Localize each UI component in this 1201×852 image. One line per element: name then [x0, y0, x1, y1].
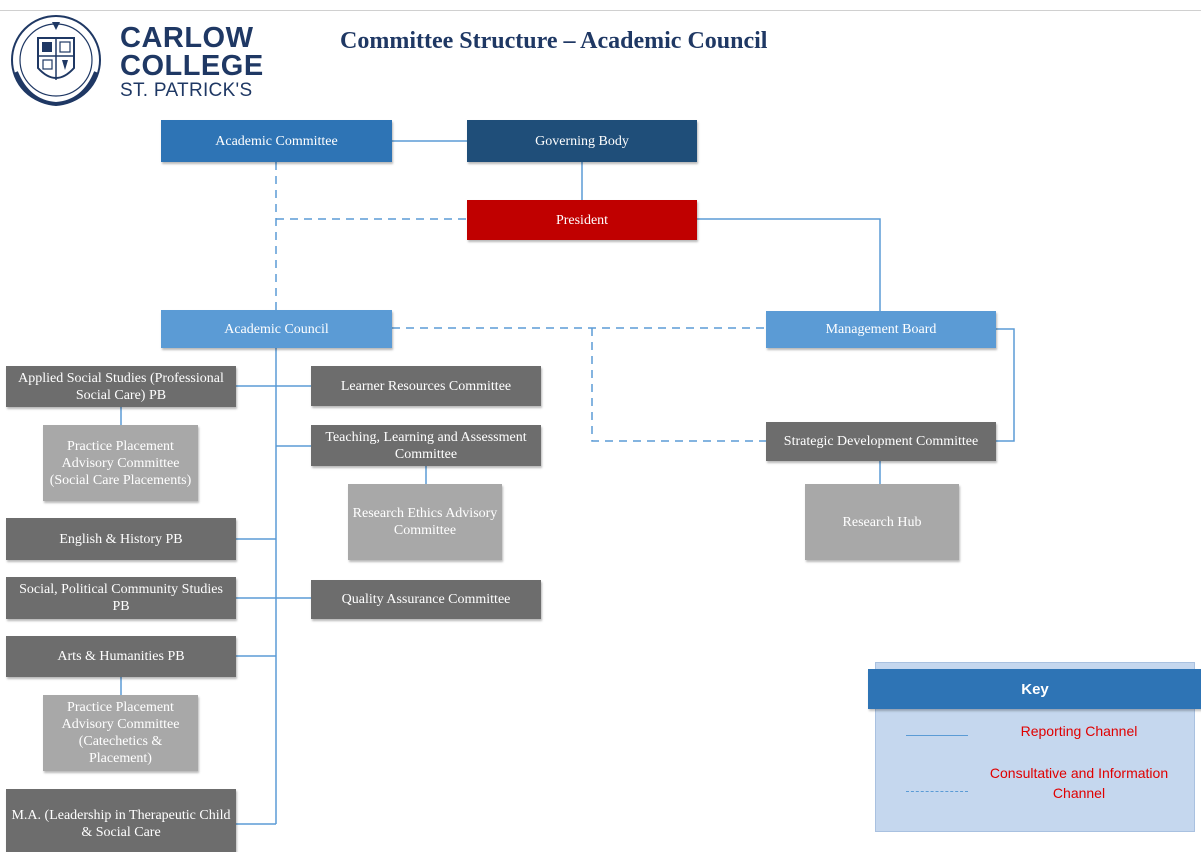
node-research-hub: Research Hub — [805, 484, 959, 560]
node-strategic-development: Strategic Development Committee — [766, 422, 996, 461]
legend-dashed-line — [906, 791, 968, 792]
line-management-board-strategic — [996, 328, 1015, 442]
dash-council-strategic — [591, 328, 766, 442]
node-english-history: English & History PB — [6, 518, 236, 560]
legend-reporting-label: Reporting Channel — [1020, 723, 1138, 739]
node-practice-placement-social-care: Practice Placement Advisory Committee (S… — [43, 425, 198, 501]
node-ma-leadership: M.A. (Leadership in Therapeutic Child & … — [6, 789, 236, 852]
node-practice-placement-catechetics: Practice Placement Advisory Committee (C… — [43, 695, 198, 771]
node-management-board: Management Board — [766, 311, 996, 348]
node-governing-body: Governing Body — [467, 120, 697, 162]
legend-title: Key — [868, 669, 1201, 709]
node-academic-committee: Academic Committee — [161, 120, 392, 162]
logo-line-2: COLLEGE — [120, 50, 264, 82]
college-logo: CARLOW COLLEGE ST. PATRICK'S — [8, 10, 263, 107]
page-title: Committee Structure – Academic Council — [340, 28, 768, 54]
node-social-political: Social, Political Community Studies PB — [6, 577, 236, 619]
line-president-management-board — [697, 218, 881, 311]
legend: Key Reporting Channel Consultative and I… — [868, 662, 1201, 832]
node-learner-resources: Learner Resources Committee — [311, 366, 541, 406]
node-applied-social-studies: Applied Social Studies (Professional Soc… — [6, 366, 236, 407]
legend-solid-line — [906, 735, 968, 736]
logo-line-1: CARLOW — [120, 22, 254, 54]
node-president: President — [467, 200, 697, 240]
node-research-ethics: Research Ethics Advisory Committee — [348, 484, 502, 560]
college-crest-icon — [11, 15, 101, 107]
node-academic-council: Academic Council — [161, 310, 392, 348]
logo-line-3: ST. PATRICK'S — [120, 80, 253, 101]
node-teaching-learning: Teaching, Learning and Assessment Commit… — [311, 425, 541, 466]
node-quality-assurance: Quality Assurance Committee — [311, 580, 541, 619]
legend-consultative-label: Consultative and Information Channel — [989, 765, 1169, 801]
top-divider — [0, 10, 1201, 11]
logo-wordmark: CARLOW COLLEGE ST. PATRICK'S — [120, 24, 264, 102]
node-arts-humanities: Arts & Humanities PB — [6, 636, 236, 677]
